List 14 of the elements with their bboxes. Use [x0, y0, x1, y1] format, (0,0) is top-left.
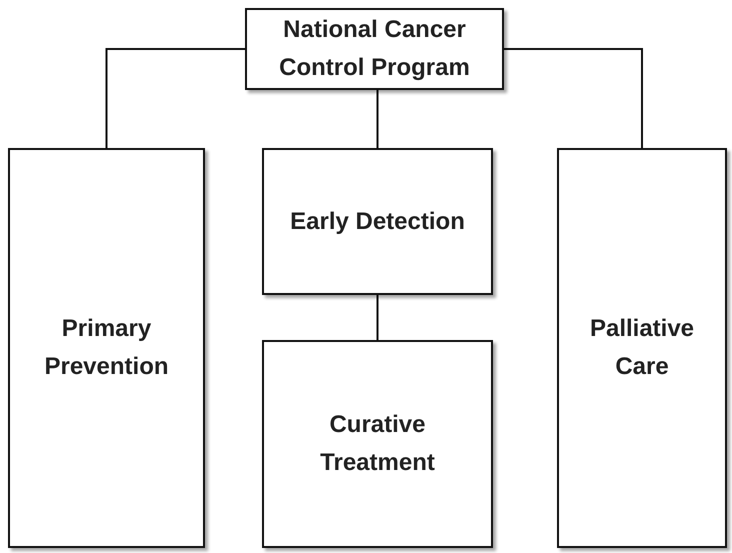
process-box: [557, 148, 727, 548]
process-box: [8, 148, 205, 548]
box-label: Early Detection: [290, 206, 465, 236]
connector-line: [376, 90, 378, 148]
process-box: [262, 340, 493, 548]
connector-line: [504, 48, 643, 148]
box-label: Palliative Care: [588, 314, 696, 382]
box-label: Primary Prevention: [43, 314, 170, 382]
connector-line: [106, 48, 245, 148]
box-label: National Cancer Control Program: [278, 15, 471, 83]
box-label: Curative Treatment: [319, 410, 436, 478]
connector-line: [376, 295, 378, 340]
process-box: [262, 148, 493, 295]
process-box: [245, 8, 504, 90]
